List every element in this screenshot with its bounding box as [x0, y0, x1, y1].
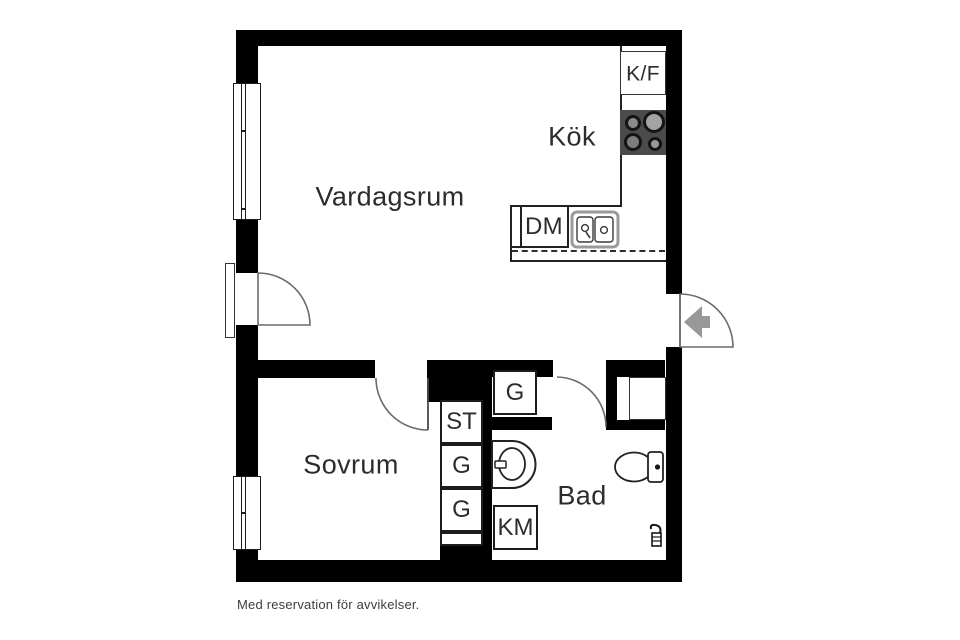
wall-bath-jamb [606, 372, 617, 430]
wall-left-2 [236, 220, 258, 273]
wall-left-3 [236, 325, 258, 476]
wall-left-1 [236, 30, 258, 83]
kitchen-sink-icon [570, 210, 620, 249]
entrance-arrow-icon [684, 306, 710, 338]
floor-drain-icon [649, 523, 662, 547]
interior-door-icon [375, 377, 429, 431]
stove-icon [620, 110, 666, 155]
dishwasher-label: DM [524, 213, 564, 240]
disclaimer-text: Med reservation för avvikelser. [237, 597, 420, 612]
entrance-door-icon [679, 293, 734, 348]
wall-right-2 [666, 347, 682, 582]
closet-st: ST [440, 400, 483, 444]
toilet-icon [614, 451, 664, 483]
wall-bath-west [481, 402, 492, 560]
bathroom-label: Bad [557, 480, 607, 511]
wall-closet-bottom [440, 546, 492, 560]
closet-g1: G [440, 444, 483, 488]
closet-g2-label: G [452, 496, 471, 523]
dm-divider [567, 205, 569, 248]
burner-icon [643, 111, 665, 133]
balcony-threshold [225, 263, 235, 338]
bath-door-icon [556, 376, 607, 428]
wall-hall-block [427, 360, 492, 402]
window-tick [241, 512, 246, 514]
window-glass-line [241, 84, 246, 219]
burner-icon [624, 133, 642, 151]
burner-icon [648, 137, 662, 151]
window-tick [241, 208, 246, 210]
counter-left-edge [510, 205, 512, 262]
wall-mid-right [606, 360, 665, 377]
dm-shelf-line [510, 246, 569, 248]
kitchen-label: Kök [548, 121, 596, 152]
closet-hall-g-label: G [505, 378, 525, 406]
window-icon [233, 476, 261, 550]
wall-top [236, 30, 682, 46]
washing-machine-label: KM [497, 513, 534, 541]
balcony-door-icon [257, 272, 311, 326]
dm-divider [520, 205, 522, 248]
counter-bottom-edge [510, 260, 666, 262]
closet-g1-label: G [452, 452, 471, 479]
living-room-label: Vardagsrum [315, 181, 465, 212]
wall-right-1 [666, 30, 682, 294]
counter-top-edge [510, 205, 622, 207]
fridge-freezer-box [620, 51, 666, 95]
closet-hall-g: G [493, 370, 537, 415]
counter-dashed-line [512, 250, 665, 252]
entry-wardrobe [629, 377, 666, 420]
window-icon [233, 83, 261, 220]
bedroom-label: Sovrum [303, 449, 399, 480]
closet-g2: G [440, 488, 483, 532]
wall-bath-north-left [480, 417, 552, 430]
wall-bottom [236, 560, 682, 582]
wall-mid-left [258, 360, 375, 378]
closet-st-label: ST [446, 408, 477, 435]
fridge-freezer-label: K/F [626, 62, 660, 86]
wall-bath-north-right [617, 420, 665, 430]
closet-shelf [440, 532, 483, 546]
burner-icon [625, 115, 641, 131]
window-tick [241, 130, 246, 132]
bath-sink-icon [491, 440, 537, 489]
washing-machine-box: KM [493, 505, 538, 550]
